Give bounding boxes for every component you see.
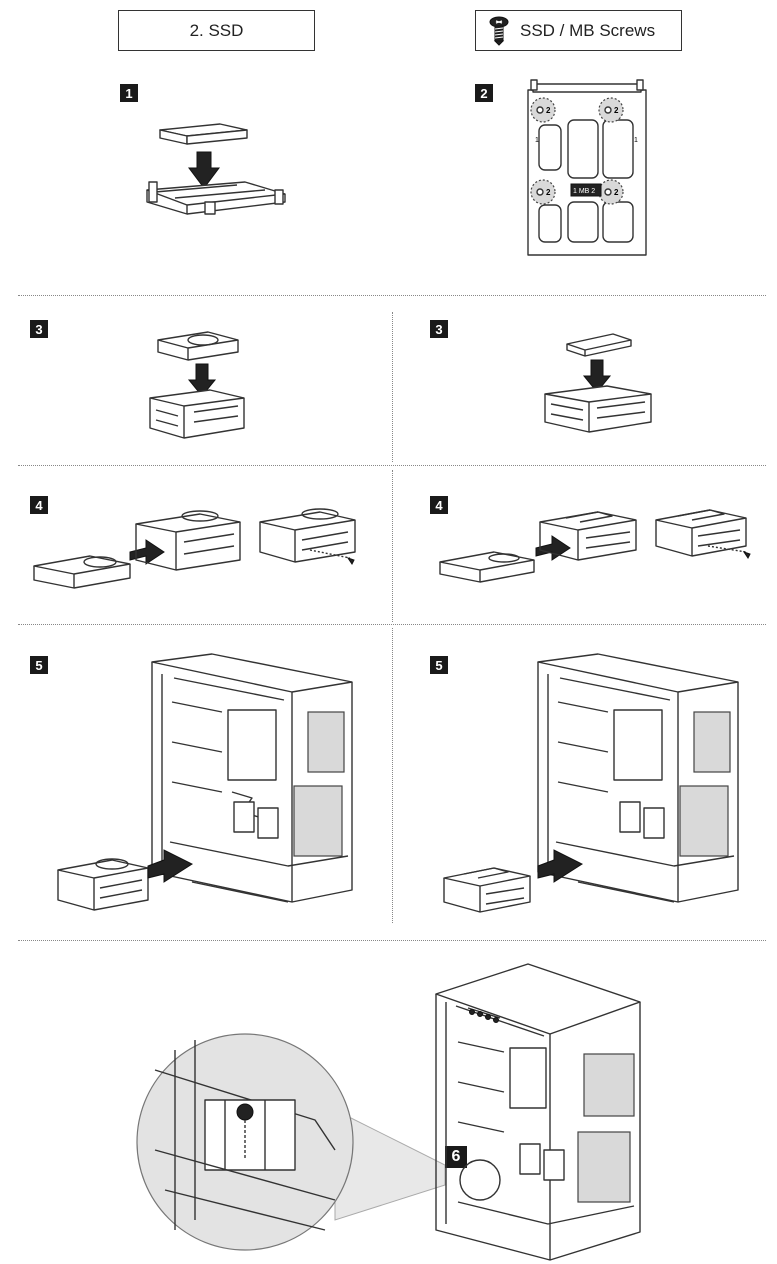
- plate-text: 1 MB 2: [573, 188, 595, 195]
- vdivider-1: [392, 312, 393, 462]
- screws-label-text: SSD / MB Screws: [520, 20, 656, 40]
- step-badge-5-left: 5: [30, 656, 48, 674]
- screw-num-2: 2: [614, 106, 619, 115]
- right-arrow-icon: [129, 539, 165, 565]
- step-badge-3-left: 3: [30, 320, 48, 338]
- screw-num-4: 2: [614, 188, 619, 197]
- step-badge-6: 6: [445, 1146, 467, 1168]
- right-arrow-icon: [147, 849, 194, 883]
- step-badge-4-left: 4: [30, 496, 48, 514]
- down-arrow-icon: [187, 363, 217, 397]
- cage-into-case-ssd-illustration: [443, 653, 739, 913]
- divider-3: [18, 624, 766, 625]
- ssd-into-cage-illustration: [544, 333, 652, 433]
- divider-2: [18, 465, 766, 466]
- screw-icon: [742, 551, 751, 559]
- zoom-detail-illustration: [136, 1033, 446, 1251]
- screw-num-3: 2: [546, 188, 551, 197]
- side-num-left: 1: [535, 137, 539, 144]
- vdivider-2: [392, 470, 393, 622]
- step-badge-2: 2: [475, 84, 493, 102]
- step-badge-1: 1: [120, 84, 138, 102]
- hdd-into-cage-illustration: [149, 331, 245, 439]
- step-badge-4-right: 4: [430, 496, 448, 514]
- step-badge-5-right: 5: [430, 656, 448, 674]
- divider-4: [18, 940, 766, 941]
- side-num-right: 1: [634, 137, 638, 144]
- step-badge-3-right: 3: [430, 320, 448, 338]
- case-final-illustration: [435, 963, 641, 1261]
- right-arrow-icon: [535, 535, 571, 561]
- screw-num-1: 2: [546, 106, 551, 115]
- vdivider-3: [392, 628, 393, 923]
- down-arrow-icon: [582, 359, 612, 393]
- ssd-into-bracket-illustration: [146, 123, 286, 215]
- screw-icon: [346, 557, 355, 565]
- insert-ssd-cage-sideways-illustration: [439, 509, 751, 583]
- bracket-screw-positions-illustration: 2 2 2 2 1 1 1 MB 2: [527, 79, 647, 256]
- section-label-text: 2. SSD: [189, 20, 244, 40]
- section-label-ssd: 2. SSD: [118, 10, 315, 51]
- screw-icon: [488, 16, 510, 46]
- divider-1: [18, 295, 766, 296]
- down-arrow-icon: [188, 151, 220, 189]
- right-arrow-icon: [537, 849, 584, 883]
- insert-hdd-cage-sideways-illustration: [33, 508, 356, 589]
- screws-label: SSD / MB Screws: [475, 10, 682, 51]
- cage-into-case-hdd-illustration: [57, 653, 353, 911]
